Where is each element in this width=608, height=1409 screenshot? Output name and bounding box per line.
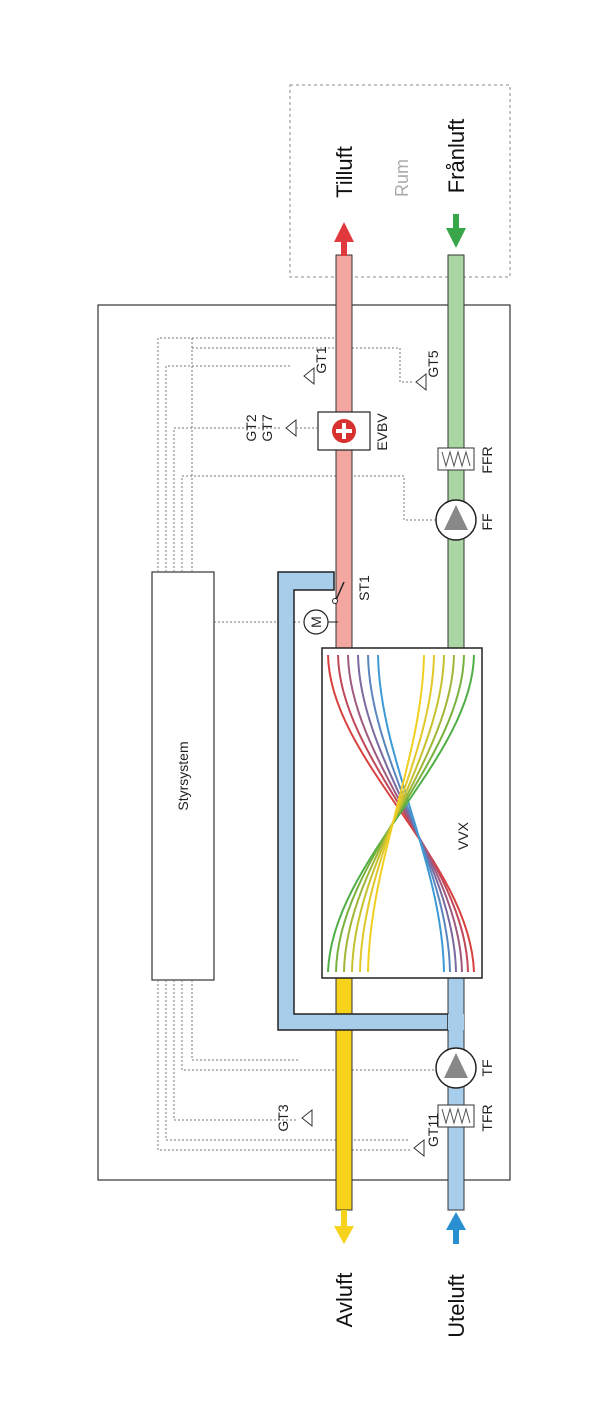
gt7-label: GT7 (259, 414, 275, 441)
styrsystem-label: Styrsystem (175, 741, 191, 810)
evbv-label: EVBV (374, 413, 390, 451)
uteluft-label: Uteluft (444, 1274, 469, 1338)
st1-damper: M ST1 (303, 575, 372, 635)
room-box (289, 84, 511, 278)
heat-exchanger: VVX (321, 647, 483, 979)
ff-fan: FF (435, 499, 495, 541)
control-lines (157, 337, 438, 1151)
vvx-label: VVX (455, 821, 471, 850)
exhaust-arrow (334, 1226, 354, 1244)
motor-label: M (308, 616, 324, 628)
rum-label: Rum (392, 159, 412, 197)
gt5-sensor-icon (415, 372, 427, 392)
outdoor-duct (447, 977, 465, 1211)
heater-evbv: EVBV (317, 411, 390, 451)
outdoor-arrow (446, 1212, 466, 1230)
tilluft-label: Tilluft (332, 146, 357, 198)
bypass-duct (277, 571, 449, 1031)
control-system-box (151, 571, 215, 981)
supply-arrow (334, 222, 354, 242)
tf-fan: TF (435, 1047, 495, 1089)
tf-label: TF (479, 1059, 495, 1076)
supply-duct (335, 254, 353, 649)
ffr-label: FFR (479, 446, 495, 473)
unit-box (97, 304, 511, 1181)
avluft-label: Avluft (332, 1273, 357, 1328)
gt3-sensor-icon (301, 1108, 313, 1128)
gt5-label: GT5 (425, 350, 441, 377)
ffr-filter: FFR (437, 446, 495, 474)
gt2-label: GT2 (243, 414, 259, 441)
exhaust-duct (335, 977, 353, 1211)
ff-label: FF (479, 513, 495, 530)
gt2-gt7-sensor-icon (285, 418, 297, 438)
gt1-label: GT1 (313, 346, 329, 373)
tfr-filter: TFR (437, 1104, 495, 1132)
gt3-label: GT3 (275, 1104, 291, 1131)
tfr-label: TFR (479, 1104, 495, 1131)
gt11-sensor-icon (413, 1138, 425, 1158)
franluft-label: Frånluft (444, 119, 469, 194)
st1-label: ST1 (356, 575, 372, 601)
gt1-sensor-icon (303, 366, 315, 386)
gt11-label: GT11 (425, 1113, 441, 1147)
extract-arrow (446, 228, 466, 248)
